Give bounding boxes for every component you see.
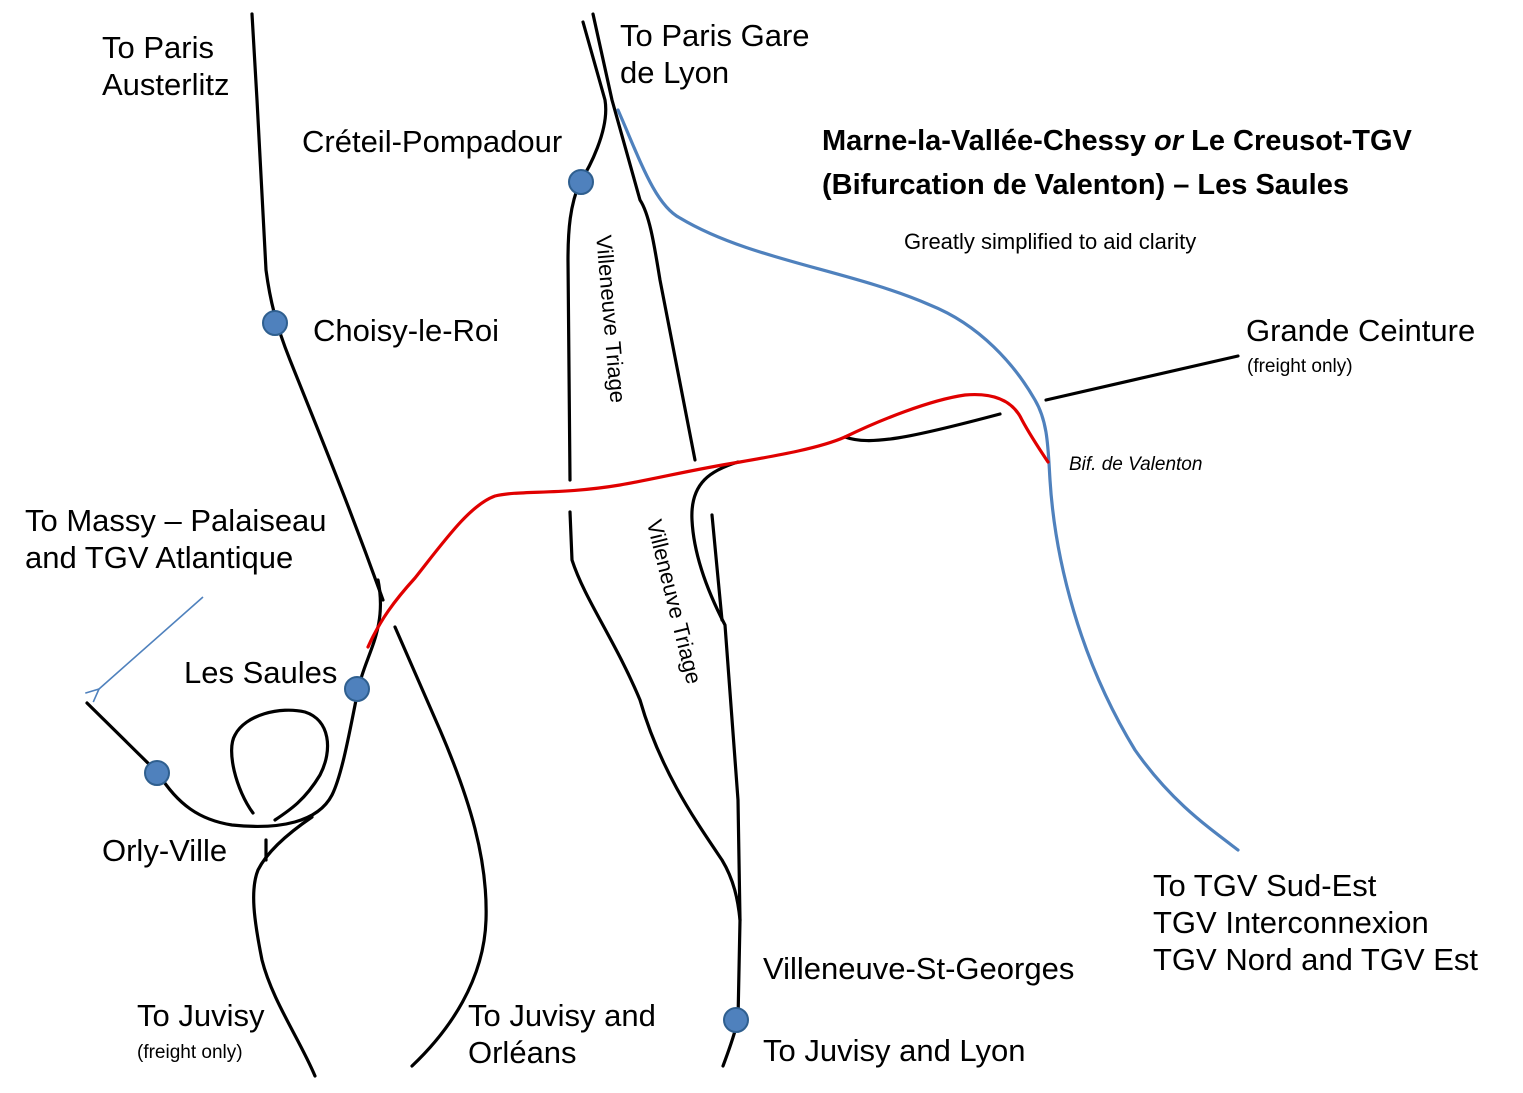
label-de-lyon: de Lyon — [620, 55, 730, 91]
title-or: or — [1154, 125, 1184, 157]
label-to-juvisy-and-lyon: To Juvisy and Lyon — [763, 1033, 1026, 1068]
track-triage-east-branch — [710, 513, 724, 622]
valenton-les-saules-line — [366, 392, 1050, 649]
label-tgv-interconnexion: TGV Interconnexion — [1153, 905, 1429, 941]
label-grande-ceinture: Grande Ceinture — [1246, 313, 1476, 348]
label-to-juvisy-and: To Juvisy and — [468, 998, 656, 1033]
diagram-title: Marne-la-Vallée-Chessy or Le Creusot-TGV… — [822, 120, 1412, 207]
track-les-saules-orly — [85, 578, 383, 829]
track-triage-west — [568, 510, 742, 922]
label-to-massy-palaiseau: To Massy – Palaiseau — [25, 503, 327, 538]
label-bif-de-valenton: Bif. de Valenton — [1069, 454, 1203, 475]
track-juvisy-orleans — [393, 625, 488, 1068]
track-grande-ceinture — [843, 412, 1002, 443]
station-marker-choisy-le-roi[interactable] — [262, 310, 288, 336]
title-line-2: (Bifurcation de Valenton) – Les Saules — [822, 168, 1349, 201]
label-to-massy: To Massy – Palaiseau and TGV Atlantique — [25, 502, 327, 576]
diagram-subtitle: Greatly simplified to aid clarity — [904, 229, 1197, 254]
station-label-villeneuve-st-georges: Villeneuve-St-Georges — [763, 951, 1075, 986]
label-to-paris-gare-de-lyon: To Paris Gare de Lyon — [620, 17, 810, 91]
label-tgv-atlantique: and TGV Atlantique — [25, 540, 294, 576]
station-marker-creteil-pompadour[interactable] — [568, 169, 594, 195]
track-gare-de-lyon-east — [591, 12, 697, 462]
title-le-creusot: Le Creusot-TGV — [1191, 125, 1412, 157]
label-to-paris: To Paris — [102, 30, 214, 65]
label-to-paris-gare: To Paris Gare — [620, 18, 810, 53]
station-label-les-saules: Les Saules — [184, 655, 338, 690]
station-label-creteil-pompadour: Créteil-Pompadour — [302, 124, 563, 159]
station-marker-orly-ville[interactable] — [144, 760, 170, 786]
label-juvisy-freight-note: (freight only) — [137, 1042, 243, 1063]
track-triage-east — [690, 460, 742, 1068]
track-grande-ceinture-east — [1044, 354, 1240, 402]
title-line-1: Marne-la-Vallée-Chessy or Le Creusot-TGV — [822, 120, 1412, 164]
station-label-choisy-le-roi: Choisy-le-Roi — [313, 313, 500, 348]
station-label-orly-ville: Orly-Ville — [102, 833, 228, 868]
label-to-tgv: To TGV Sud-Est TGV Interconnexion TGV No… — [1153, 867, 1478, 979]
label-austerlitz: Austerlitz — [102, 67, 230, 103]
station-marker-villeneuve-st-georges[interactable] — [723, 1007, 749, 1033]
station-marker-les-saules[interactable] — [344, 676, 370, 702]
label-tgv-sud-est: To TGV Sud-Est — [1153, 868, 1377, 903]
label-orleans: Orléans — [468, 1035, 577, 1071]
track-austerlitz — [250, 12, 385, 602]
lgv-interconnexion-line — [616, 108, 1240, 852]
arrow-to-massy — [85, 596, 204, 703]
track-juvisy-freight — [252, 815, 317, 1078]
label-to-juvisy-orleans: To Juvisy and Orléans — [468, 997, 656, 1071]
title-marne-la-vallee: Marne-la-Vallée-Chessy — [822, 125, 1146, 157]
track-loop — [230, 708, 330, 822]
label-to-paris-austerlitz: To Paris Austerlitz — [102, 29, 229, 103]
label-grande-ceinture-note: (freight only) — [1247, 356, 1353, 377]
label-tgv-nord-est: TGV Nord and TGV Est — [1153, 942, 1479, 978]
label-to-juvisy-freight: To Juvisy — [137, 998, 265, 1033]
